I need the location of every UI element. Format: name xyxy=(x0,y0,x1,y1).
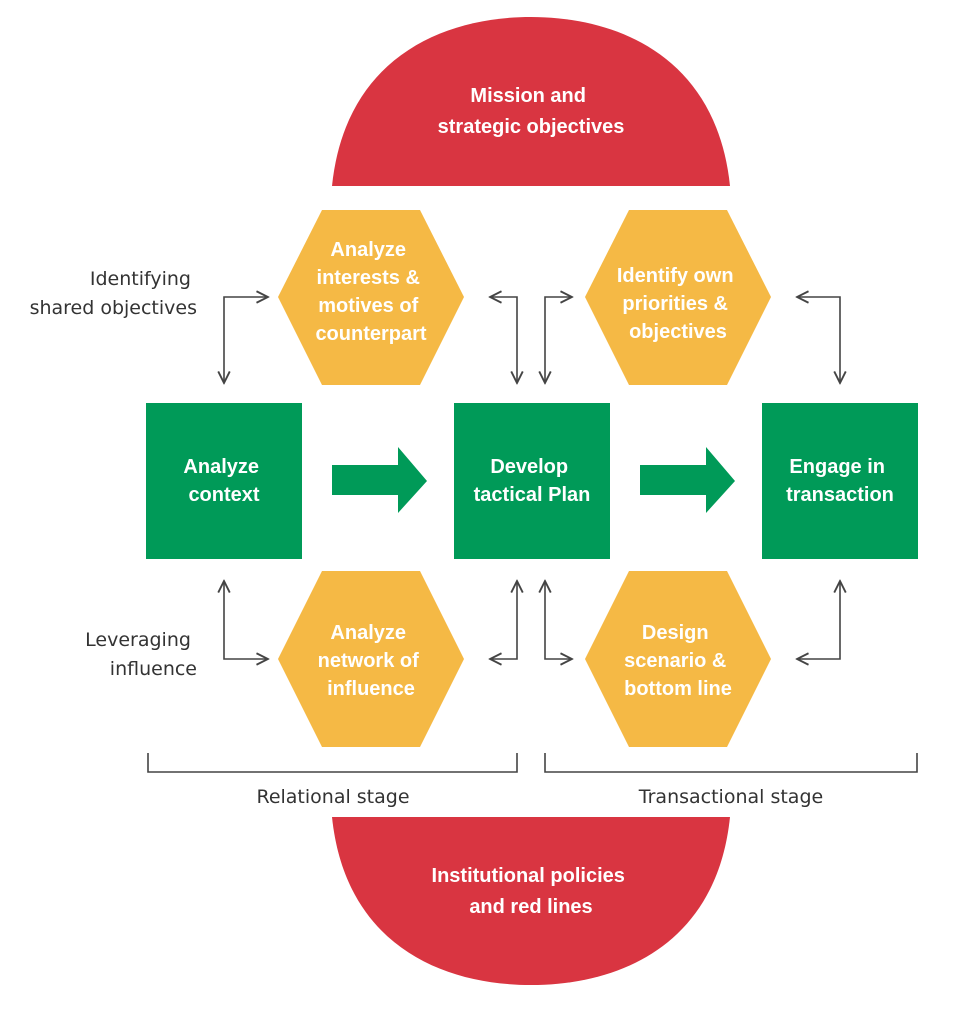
policies-cap: Institutional policies and red lines xyxy=(332,817,730,985)
policies-cap-label: Institutional policies and red lines xyxy=(432,865,631,918)
stage-engage-transaction-box xyxy=(762,403,918,559)
connector-arrow-icon xyxy=(797,297,840,383)
connector-arrow-icon xyxy=(224,581,268,659)
label-shared-objectives: Identifying shared objectives xyxy=(30,268,197,319)
flow-arrow-icon xyxy=(332,447,427,513)
transactional-stage-label: Transactional stage xyxy=(638,786,823,808)
flow-arrow-icon xyxy=(640,447,735,513)
transactional-stage-bracket xyxy=(544,753,918,773)
connector-arrow-icon xyxy=(490,581,517,659)
hexagon-network-label: Analyze network of influence xyxy=(318,622,425,700)
mission-cap: Mission and strategic objectives xyxy=(332,17,730,186)
connector-arrow-icon xyxy=(224,297,268,383)
stage-analyze-context: Analyze context xyxy=(146,403,302,559)
stage-engage-transaction-label: Engage in transaction xyxy=(786,456,894,506)
hexagon-network: Analyze network of influence xyxy=(278,571,464,747)
stage-develop-plan-label: Develop tactical Plan xyxy=(474,456,591,506)
mission-cap-label: Mission and strategic objectives xyxy=(438,85,625,138)
hexagon-network-shape xyxy=(278,571,464,747)
stage-engage-transaction: Engage in transaction xyxy=(762,403,918,559)
stage-develop-plan-box xyxy=(454,403,610,559)
hexagon-scenario-shape xyxy=(585,571,771,747)
hexagon-interests-shape xyxy=(278,210,464,385)
hexagon-priorities-shape xyxy=(585,210,771,385)
hexagon-interests: Analyze interests & motives of counterpa… xyxy=(278,210,464,385)
hexagon-scenario: Design scenario & bottom line xyxy=(585,571,771,747)
mission-cap-shape xyxy=(332,17,730,186)
stage-analyze-context-label: Analyze context xyxy=(183,456,264,506)
relational-stage-bracket xyxy=(147,753,518,773)
stage-develop-plan: Develop tactical Plan xyxy=(454,403,610,559)
stage-analyze-context-box xyxy=(146,403,302,559)
label-leveraging-influence: Leveraging influence xyxy=(85,629,197,680)
hexagon-interests-label: Analyze interests & motives of counterpa… xyxy=(315,239,426,345)
hexagon-scenario-label: Design scenario & bottom line xyxy=(624,622,732,700)
hexagon-priorities: Identify own priorities & objectives xyxy=(585,210,771,385)
policies-cap-shape xyxy=(332,817,730,985)
connector-arrow-icon xyxy=(797,581,840,659)
connector-arrow-icon xyxy=(545,297,572,383)
hexagon-priorities-label: Identify own priorities & objectives xyxy=(617,265,739,343)
connector-arrow-icon xyxy=(545,581,572,659)
relational-stage-label: Relational stage xyxy=(256,786,409,808)
connector-arrow-icon xyxy=(490,297,517,383)
